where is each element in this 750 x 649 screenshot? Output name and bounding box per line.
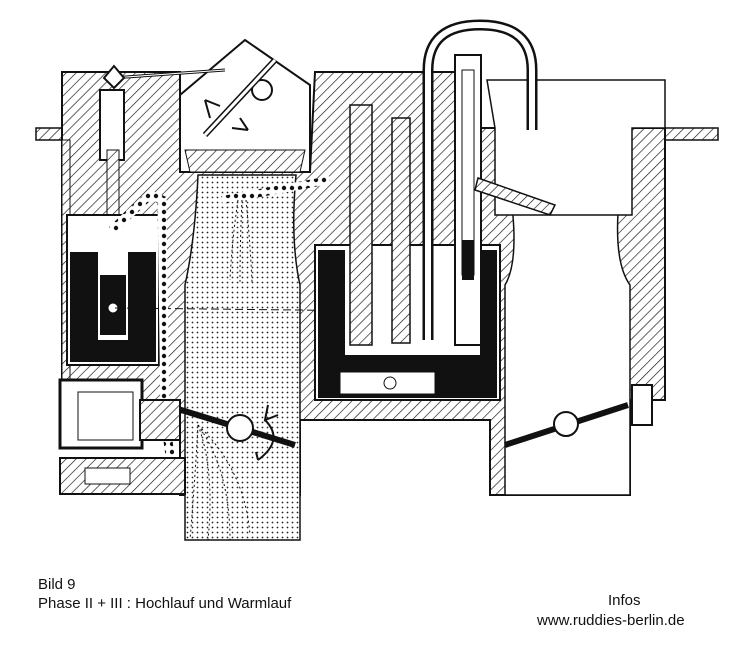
credit-label: Infos [608,592,641,609]
pump-jet [474,177,557,216]
jet-tubes [349,19,538,346]
figure-caption: Phase II + III : Hochlauf und Warmlauf [38,595,292,612]
fuel-spray [189,199,253,541]
credit-url: www.ruddies-berlin.de [537,612,685,629]
throttle-arrow-icon [255,404,279,461]
choke-arrow-icon [204,99,249,131]
fuel-channel [108,189,180,491]
primary-throat [184,174,301,541]
warmup-housing [58,378,653,495]
throttle-valves [164,402,629,461]
idle-channel [221,176,331,204]
figure-number: Bild 9 [38,576,76,593]
choke-lever-pivot [251,79,273,101]
left-float-chamber [66,214,481,366]
choke-housing [179,38,311,173]
secondary-throat [504,189,631,496]
